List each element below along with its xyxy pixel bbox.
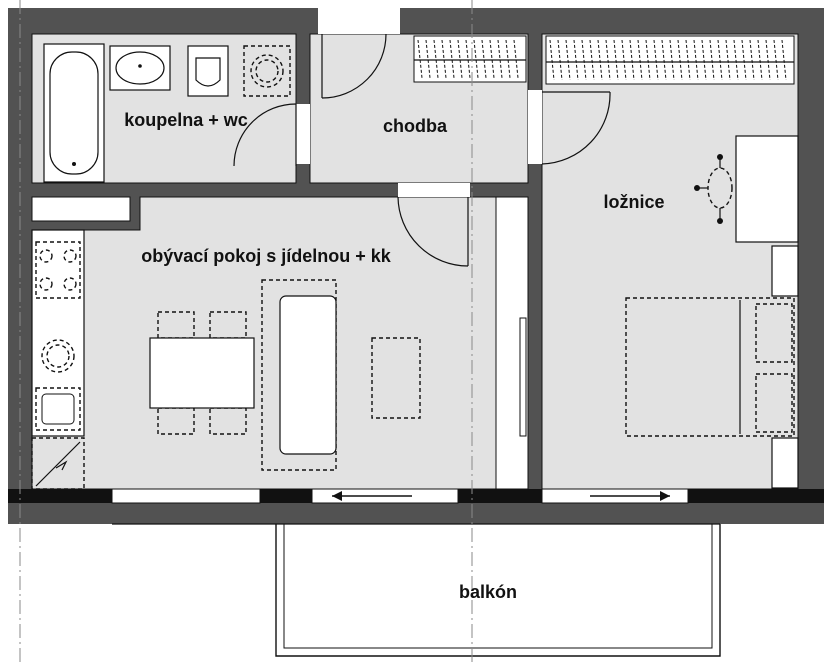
kitchen-counter	[31, 229, 85, 437]
nightstand-bottom	[771, 437, 799, 489]
coffee-table	[371, 337, 421, 419]
door-swing-living	[397, 196, 469, 267]
door-opening-bathroom	[296, 104, 310, 164]
double-bed	[625, 297, 795, 437]
office-chair	[694, 154, 733, 224]
sofa	[261, 279, 337, 471]
wardrobe-handle	[519, 317, 527, 437]
washing-machine	[243, 45, 291, 97]
bedroom-floor	[541, 33, 799, 490]
label-bathroom: koupelna + wc	[124, 110, 248, 130]
nightstand-top	[771, 245, 799, 297]
door-opening-bedroom	[528, 90, 542, 164]
balcony	[112, 523, 721, 657]
sliding-arrow-right	[590, 491, 670, 501]
label-bedroom: ložnice	[603, 192, 664, 212]
door-swing-entrance	[321, 33, 387, 99]
wall-niche	[31, 196, 131, 222]
hallway-wardrobe	[413, 35, 527, 83]
door-opening-entrance	[318, 8, 400, 34]
washbasin	[109, 45, 171, 91]
label-hallway: chodba	[383, 116, 448, 136]
window-living	[111, 488, 261, 504]
desk	[735, 135, 799, 243]
bedroom-wardrobe	[545, 35, 795, 85]
dining-table	[149, 311, 255, 435]
label-living: obývací pokoj s jídelnou + kk	[141, 246, 392, 266]
label-balcony: balkón	[459, 582, 517, 602]
door-swing-bedroom	[541, 91, 611, 165]
bathtub	[43, 43, 105, 183]
sliding-arrow-left	[332, 491, 412, 501]
toilet	[187, 45, 229, 97]
door-swing-bathroom	[233, 103, 297, 167]
door-opening-living	[398, 183, 470, 197]
